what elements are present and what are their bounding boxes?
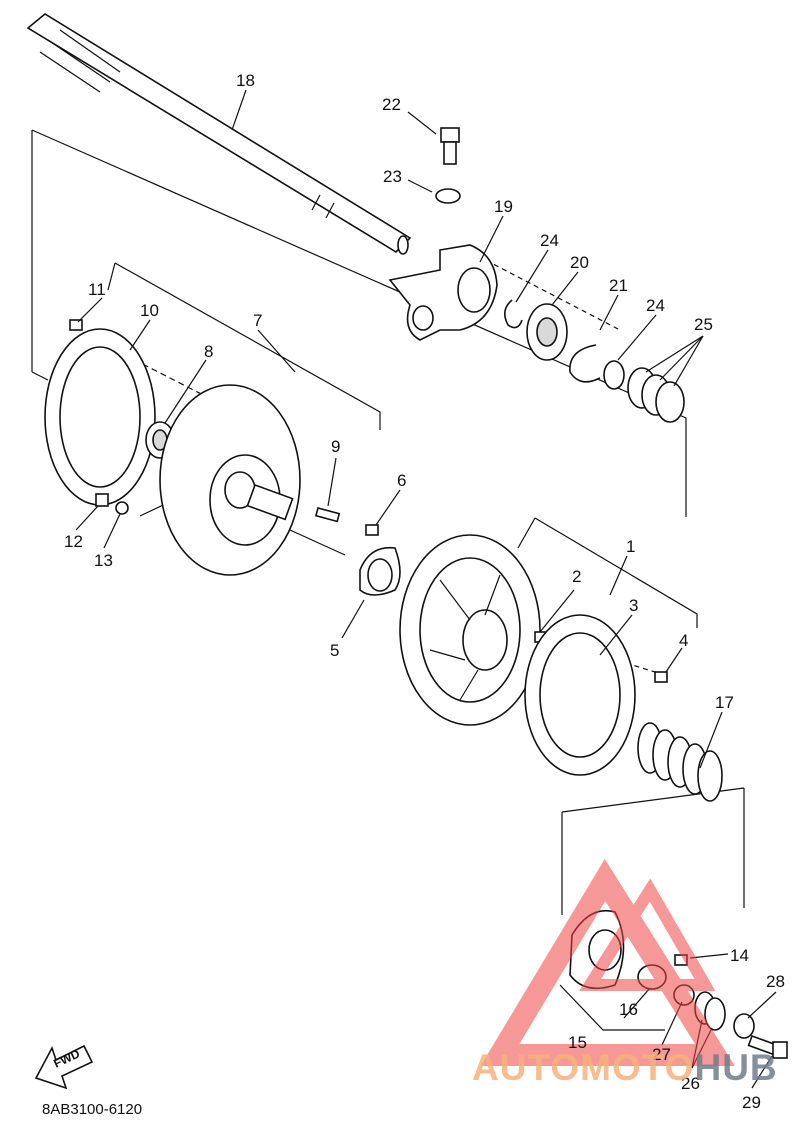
svg-text:AUTOMOTOHUB: AUTOMOTOHUB [472,1047,778,1088]
watermark-part1: AUTOMOTO [472,1047,694,1088]
callout-7: 7 [253,311,262,330]
watermark-part2: HUB [694,1047,777,1088]
plate-3 [524,614,636,776]
bolt-22 [440,127,460,165]
watermark-logo [480,858,735,1066]
callout-18: 18 [236,71,255,90]
sheave-7 [159,384,301,576]
callout-27: 27 [652,1045,671,1064]
callout-2: 2 [572,567,581,586]
callout-8: 8 [204,342,213,361]
watermark-text: AUTOMOTOHUB [472,1047,778,1088]
callout-23: 23 [383,167,402,186]
sheave-1 [399,534,541,726]
callout-15: 15 [568,1033,587,1052]
callout-22: 22 [382,95,401,114]
callout-24b: 24 [646,296,665,315]
callout-21: 21 [609,276,628,295]
callout-28: 28 [766,972,785,991]
washer-13 [115,501,129,515]
housing-19 [388,244,498,341]
fwd-arrow-icon: FWD [34,1044,94,1090]
callout-labels: 1 2 3 4 5 6 7 8 9 10 11 12 13 14 15 16 1… [64,71,785,1112]
bolt-12 [95,493,109,507]
callout-13: 13 [94,551,113,570]
diagram-code: 8AB3100-6120 [42,1101,143,1118]
bolt-29 [747,1034,788,1059]
circlip-24a [504,299,523,329]
bracket-7 [114,262,381,430]
disc-10 [44,328,156,506]
snap-ring-21 [569,344,601,383]
callout-16: 16 [619,1000,638,1019]
callout-11: 11 [88,280,106,299]
callout-24a: 24 [540,231,559,250]
bolt-4 [654,671,668,683]
callout-26: 26 [681,1074,700,1093]
callout-14: 14 [730,946,749,965]
callout-17: 17 [715,693,734,712]
plate-5 [359,546,401,596]
callout-6: 6 [397,471,406,490]
spacers-25 [627,367,685,423]
bearing-20 [526,303,568,361]
bracket-1 [534,517,698,628]
spring-17 [637,722,723,802]
callout-3: 3 [629,596,638,615]
callout-5: 5 [330,641,339,660]
callout-9: 9 [331,437,340,456]
circlip-24b [603,360,625,390]
callout-25: 25 [694,315,713,334]
callout-1: 1 [626,537,635,556]
bolt-6 [365,524,379,536]
washers-26 [694,991,726,1031]
washer-23 [435,188,461,204]
assembly-bracket [31,129,687,517]
callout-4: 4 [679,631,688,650]
bolt-11 [69,319,83,331]
shaft-18 [26,13,412,255]
callout-12: 12 [64,532,83,551]
callout-29: 29 [742,1093,761,1112]
callout-20: 20 [570,253,589,272]
callout-10: 10 [140,301,159,320]
pin-9 [314,507,341,523]
washer-28 [733,1013,755,1039]
callout-19: 19 [494,197,513,216]
